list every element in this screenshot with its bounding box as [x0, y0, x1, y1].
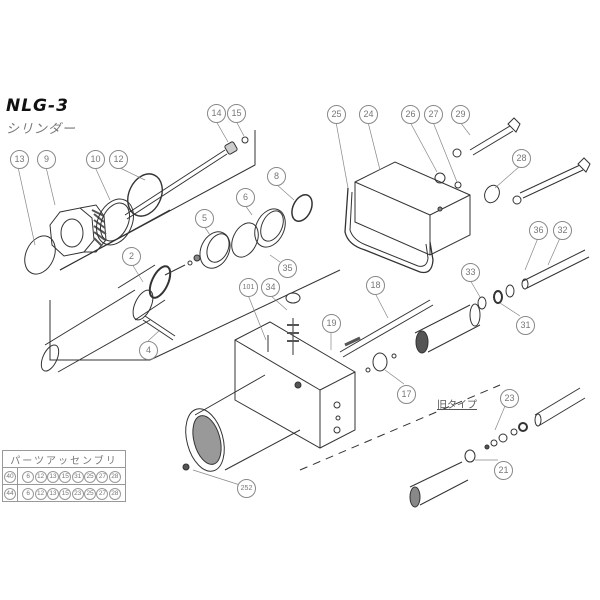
part-8-snapring: [291, 194, 313, 222]
part-24-cover: [354, 161, 471, 256]
callout-26: 26: [401, 105, 420, 124]
part-number-chip: 31: [71, 470, 84, 483]
callout-32: 32: [553, 221, 572, 240]
callout-9: 9: [37, 150, 56, 169]
callout-17: 17: [397, 385, 416, 404]
callout-31: 31: [516, 316, 535, 335]
main-block: [234, 292, 356, 449]
part-14-fitting: [224, 141, 238, 155]
part-number-chip: 13: [46, 470, 59, 483]
callout-10: 10: [86, 150, 105, 169]
model-number: 44: [4, 487, 16, 500]
part-number-chip: 12: [34, 470, 47, 483]
callout-36: 36: [529, 221, 548, 240]
callout-18: 18: [366, 276, 385, 295]
part-number-chip: 6: [22, 470, 35, 483]
part-9-nut: [49, 204, 107, 257]
callout-4: 4: [139, 341, 158, 360]
callout-34: 34: [261, 278, 280, 297]
callout-252: 252: [237, 479, 256, 498]
old-type-assembly: [409, 387, 586, 508]
part-15-washer: [241, 136, 249, 144]
part-number-chip: 13: [46, 487, 59, 500]
callout-12: 12: [109, 150, 128, 169]
callout-8: 8: [267, 167, 286, 186]
callout-13: 13: [10, 150, 29, 169]
callout-21: 21: [494, 461, 513, 480]
parts-table-header: パーツアッセンブリ: [2, 450, 126, 468]
part-17-valve: [372, 352, 388, 372]
model-number: 40: [4, 470, 16, 483]
part-5-bushing: [199, 231, 231, 269]
page-title: NLG-3: [6, 96, 69, 116]
part-13-oring: [24, 235, 56, 275]
part-2-cylinder: [40, 264, 172, 373]
part-29-bolts: [452, 117, 591, 205]
part-28-oring: [484, 184, 500, 204]
part-number-chip: 25: [84, 470, 97, 483]
part-number-chip: 27: [96, 470, 109, 483]
part-number-chip: 23: [71, 487, 84, 500]
part-number-chip: 6: [22, 487, 35, 500]
callout-5: 5: [195, 209, 214, 228]
part-31-ring: [493, 290, 503, 304]
part-number-chip: 25: [84, 487, 97, 500]
callout-6: 6: [236, 188, 255, 207]
callout-28: 28: [512, 149, 531, 168]
part-number-chip: 15: [59, 470, 72, 483]
part-25-gasket: [344, 187, 434, 274]
callout-24: 24: [359, 105, 378, 124]
callout-14: 14: [207, 104, 226, 123]
old-type-note: 旧タイプ: [437, 400, 477, 411]
barrel: [185, 374, 301, 472]
page-subtitle: シリンダー: [6, 122, 77, 137]
callout-35: 35: [278, 259, 297, 278]
callout-25: 25: [327, 105, 346, 124]
part-12-oring: [127, 173, 163, 217]
callout-15: 15: [227, 104, 246, 123]
part-252-setscrew: [182, 463, 190, 471]
part-6-ring: [231, 222, 259, 258]
part-number-chip: 28: [108, 470, 121, 483]
part-number-chip: 15: [59, 487, 72, 500]
callout-19: 19: [322, 314, 341, 333]
callout-33: 33: [461, 263, 480, 282]
callout-23: 23: [500, 389, 519, 408]
callout-101: 101: [239, 278, 258, 297]
callout-2: 2: [122, 247, 141, 266]
part-number-chip: 28: [108, 487, 121, 500]
part-number-chip: 12: [34, 487, 47, 500]
part-number-chip: 27: [96, 487, 109, 500]
part-10-ring: [96, 198, 134, 246]
callout-27: 27: [424, 105, 443, 124]
part-33-ring: [477, 296, 487, 310]
callout-29: 29: [451, 105, 470, 124]
